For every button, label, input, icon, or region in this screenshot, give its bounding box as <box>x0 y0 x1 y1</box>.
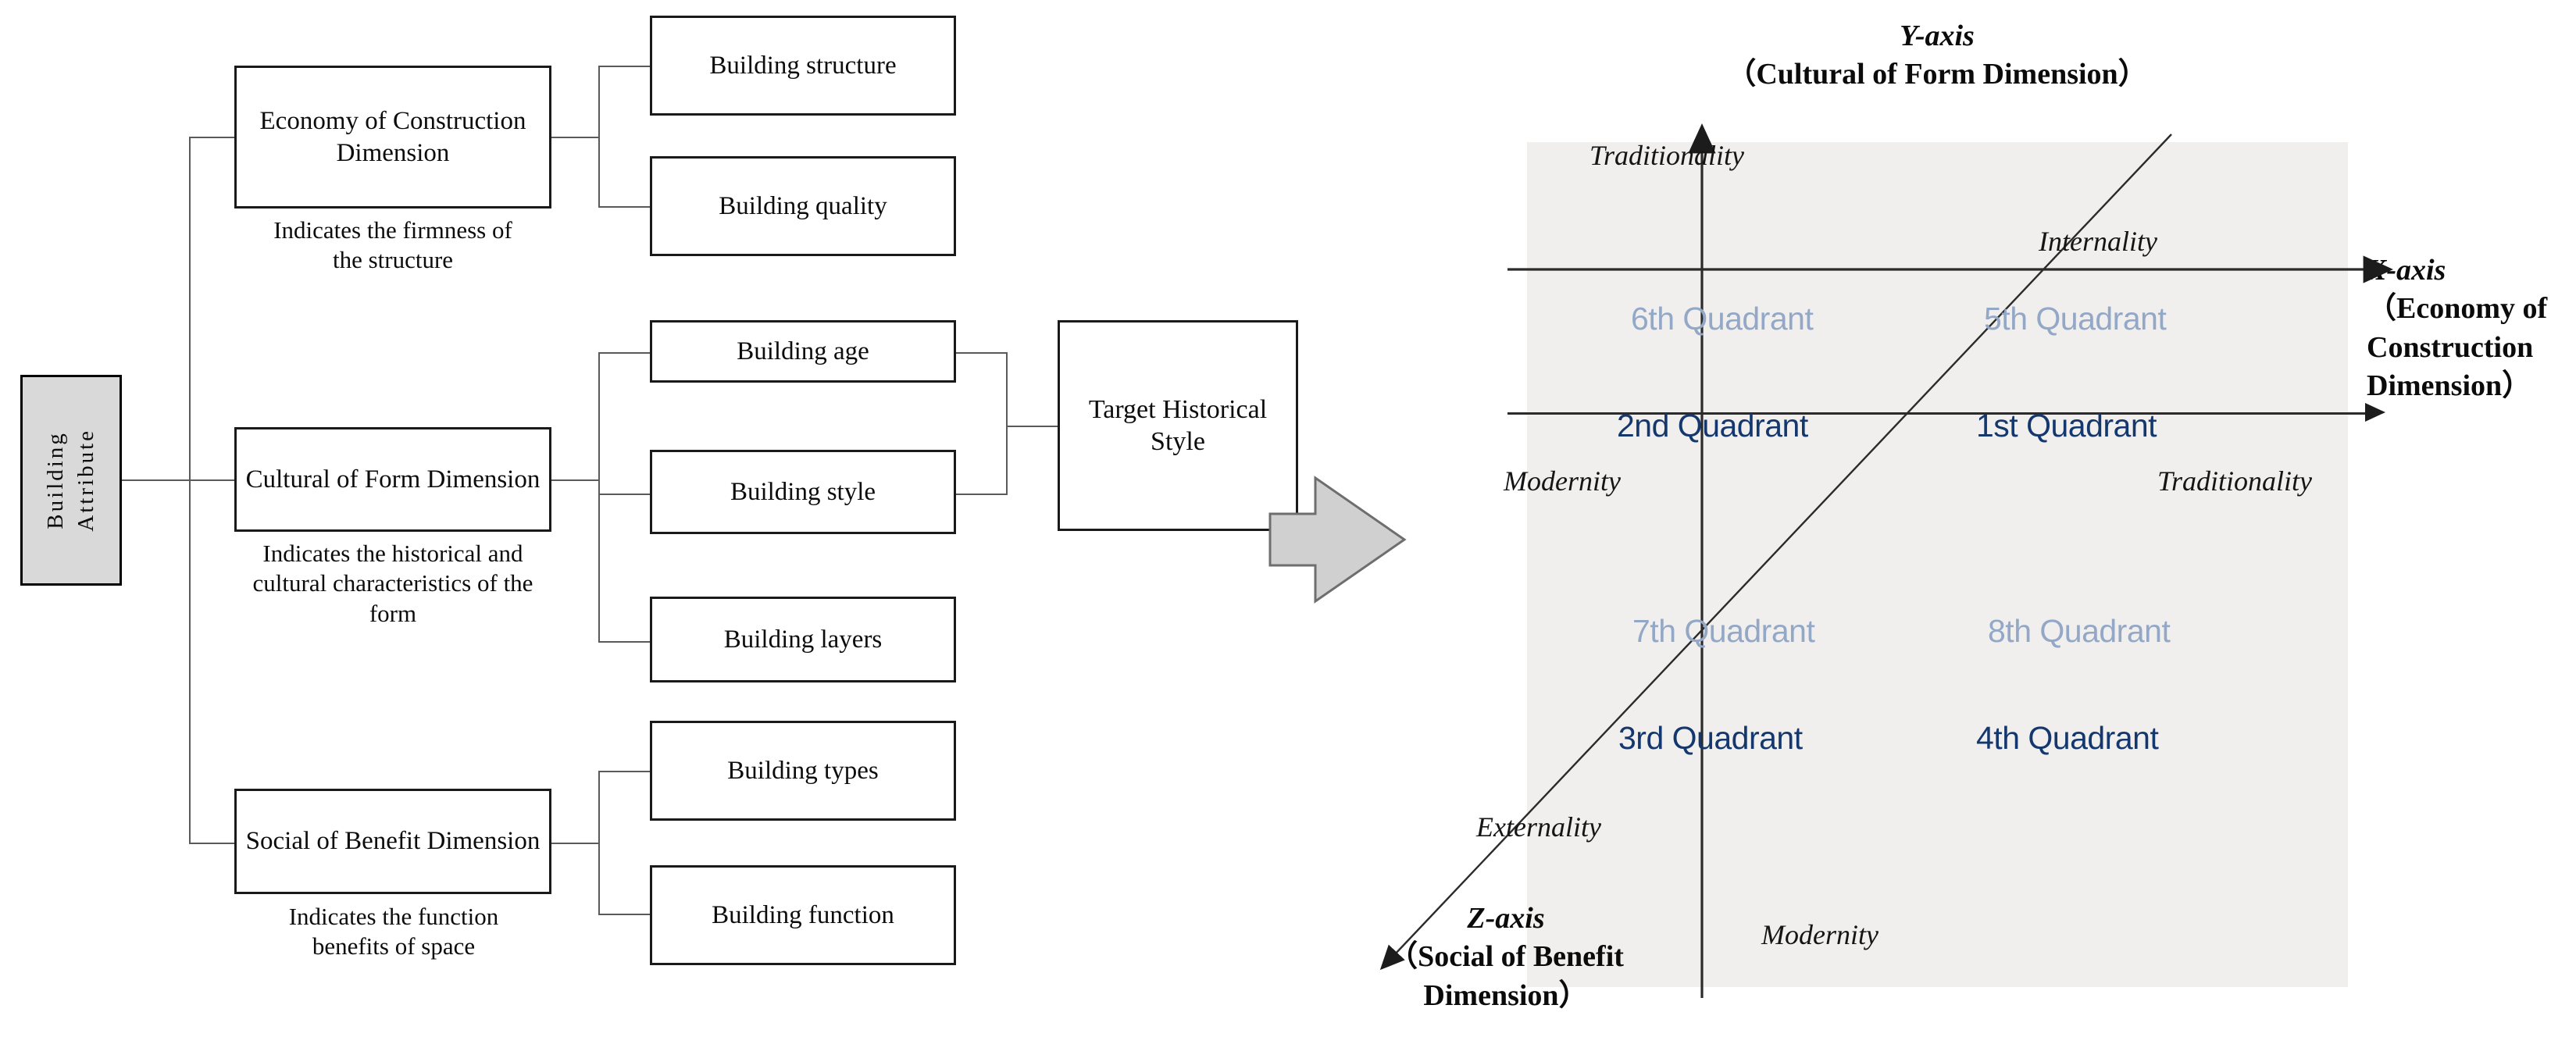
pole-label-x-negative: Modernity <box>1504 465 1621 497</box>
x-axis-rule <box>1507 412 2371 415</box>
quadrant-chart-panel <box>1527 142 2348 987</box>
axes-svg <box>1379 123 2393 998</box>
dimension-caption-cultural: Indicates the historical and cultural ch… <box>252 540 533 627</box>
quadrant-label-5th: 5th Quadrant <box>1984 301 2167 337</box>
z-axis-paren: （Social of Benefit Dimension） <box>1388 940 1624 1012</box>
quadrant-label-8th: 8th Quadrant <box>1988 613 2171 649</box>
target-connector-from-age <box>956 352 1008 354</box>
x-axis-paren: （Economy of Construction Dimension） <box>2367 292 2548 403</box>
dimension-caption-economy: Indicates the firmness of the structure <box>273 216 512 274</box>
dim2-child1-connector <box>598 352 651 354</box>
target-node-label: Target Historical Style <box>1088 394 1268 456</box>
y-axis-title: Y-axis （Cultural of Form Dimension） <box>1543 17 2332 94</box>
branch-connector-dim1 <box>189 137 236 138</box>
leaf-node-label: Building quality <box>719 191 887 220</box>
dimension-node-cultural-of-form[interactable]: Cultural of Form Dimension <box>234 427 551 532</box>
dimension-node-social-of-benefit[interactable]: Social of Benefit Dimension <box>234 789 551 894</box>
z-axis-name: Z-axis <box>1467 902 1545 935</box>
quadrant-label-1st: 1st Quadrant <box>1976 408 2157 444</box>
dim2-stub <box>551 479 600 481</box>
leaf-node-building-function[interactable]: Building function <box>650 865 956 965</box>
dim2-child3-connector <box>598 641 651 643</box>
dimension-caption-social: Indicates the function benefits of space <box>288 903 499 960</box>
leaf-node-building-style[interactable]: Building style <box>650 450 956 534</box>
flow-right-arrow-icon <box>1267 475 1408 604</box>
dimension-node-economy-of-construction[interactable]: Economy of Construction Dimension <box>234 66 551 208</box>
y-axis-paren: （Cultural of Form Dimension） <box>1726 58 2148 91</box>
quadrant-label-4th: 4th Quadrant <box>1976 720 2159 756</box>
pole-label-z-negative: Externality <box>1476 811 1601 843</box>
leaf-node-building-layers[interactable]: Building layers <box>650 597 956 682</box>
dimension-node-label: Economy of Construction Dimension <box>259 107 526 167</box>
dim1-fan-v <box>598 66 600 208</box>
root-connector-v <box>189 137 191 843</box>
pole-label-y-positive: Traditionality <box>1589 140 1745 171</box>
target-node-historical-style[interactable]: Target Historical Style <box>1058 320 1298 531</box>
leaf-node-label: Building structure <box>709 51 897 80</box>
leaf-node-label: Building types <box>727 756 879 785</box>
target-connector-from-style <box>956 494 1008 495</box>
branch-connector-dim2 <box>189 479 236 481</box>
quadrant-label-7th: 7th Quadrant <box>1632 613 1815 649</box>
pole-label-x-positive: Traditionality <box>2157 465 2313 497</box>
x-axis-arrowhead-icon <box>2365 403 2385 422</box>
quadrant-label-6th: 6th Quadrant <box>1631 301 1814 337</box>
dim2-fan-v <box>598 352 600 643</box>
quadrant-label-3rd: 3rd Quadrant <box>1618 720 1803 756</box>
dimension-node-label: Social of Benefit Dimension <box>245 827 541 856</box>
y-axis-name: Y-axis <box>1900 20 1975 52</box>
leaf-node-building-age[interactable]: Building age <box>650 320 956 383</box>
dim3-child1-connector <box>598 771 651 772</box>
dim1-child1-connector <box>598 66 651 67</box>
z-axis-line <box>1379 134 2172 971</box>
z-axis-title: Z-axis （Social of Benefit Dimension） <box>1342 900 1670 1015</box>
leaf-node-building-types[interactable]: Building types <box>650 721 956 821</box>
quadrant-label-2nd: 2nd Quadrant <box>1617 408 1808 444</box>
pole-label-y-negative: Modernity <box>1761 919 1878 950</box>
dim3-stub <box>551 843 600 844</box>
dim1-child2-connector <box>598 206 651 208</box>
leaf-node-building-structure[interactable]: Building structure <box>650 16 956 116</box>
root-node-building-attribute[interactable]: Building Attribute <box>20 375 122 586</box>
target-merge-h <box>1006 426 1059 427</box>
leaf-node-label: Building function <box>712 900 894 929</box>
dimension-node-label: Cultural of Form Dimension <box>245 465 541 494</box>
root-node-label: Building Attribute <box>42 429 98 532</box>
root-connector-h <box>122 479 191 481</box>
leaf-node-label: Building age <box>737 337 869 365</box>
branch-connector-dim3 <box>189 843 236 844</box>
leaf-node-building-quality[interactable]: Building quality <box>650 156 956 256</box>
pole-label-z-positive: Internality <box>2039 226 2157 257</box>
dim3-fan-v <box>598 771 600 915</box>
dim3-child2-connector <box>598 914 651 915</box>
leaf-node-label: Building layers <box>723 625 883 654</box>
dim2-child2-connector <box>598 494 651 495</box>
dim1-stub <box>551 137 600 138</box>
leaf-node-label: Building style <box>730 477 876 506</box>
target-merge-v <box>1006 352 1008 494</box>
